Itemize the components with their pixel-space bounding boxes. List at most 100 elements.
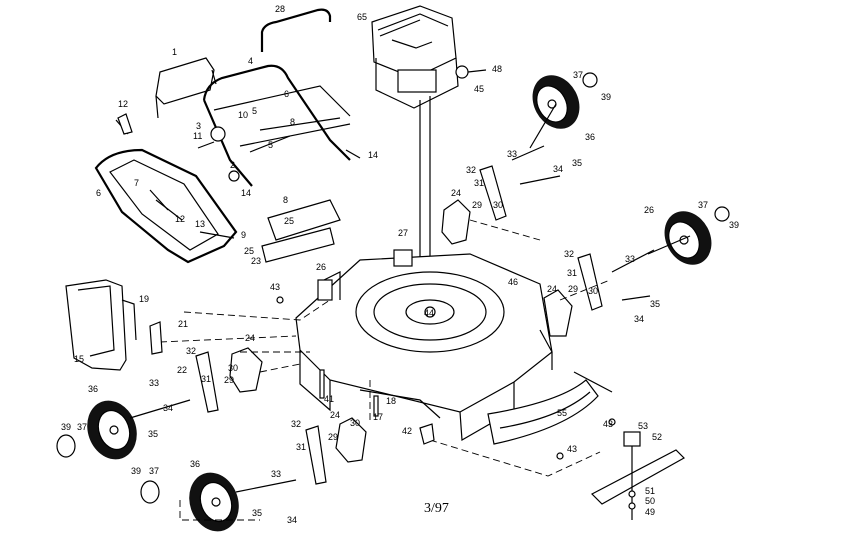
part-callout-c37c: 37 [77, 422, 87, 432]
part-callout-c24c: 24 [245, 333, 255, 343]
part-callout-c50: 50 [645, 496, 655, 506]
part-callout-c6: 6 [284, 89, 289, 99]
part-callout-c31a: 31 [474, 178, 484, 188]
part-callout-c21: 21 [178, 319, 188, 329]
part-callout-c15: 15 [74, 354, 84, 364]
part-callout-c51: 51 [645, 486, 655, 496]
part-callout-c25a: 25 [284, 216, 294, 226]
part-callout-c26a: 26 [644, 205, 654, 215]
wheel-rear-right [532, 72, 598, 129]
part-callout-c10: 10 [238, 110, 248, 120]
part-callout-c24b: 24 [547, 284, 557, 294]
part-callout-c32d: 32 [291, 419, 301, 429]
part-callout-c9: 9 [241, 230, 246, 240]
part-callout-c33c: 33 [149, 378, 159, 388]
part-callout-c23: 23 [251, 256, 261, 266]
part-callout-c18: 18 [386, 396, 396, 406]
part-callout-c27: 27 [398, 228, 408, 238]
wheel-front-right [664, 206, 730, 265]
part-callout-c45: 45 [474, 84, 484, 94]
part-callout-c12a: 12 [118, 99, 128, 109]
part-callout-c37b: 37 [698, 200, 708, 210]
part-callout-c30d: 30 [350, 418, 360, 428]
part-callout-c28: 28 [275, 4, 285, 14]
part-callout-c1: 1 [172, 47, 177, 57]
part-callout-c35a: 35 [572, 158, 582, 168]
part-callout-c31d: 31 [296, 442, 306, 452]
wheel-rear-left [56, 400, 137, 460]
cutting-blade [590, 431, 685, 520]
part-callout-c39d: 39 [131, 466, 141, 476]
part-callout-c30b: 30 [588, 286, 598, 296]
part-callout-c37a: 37 [573, 70, 583, 80]
part-callout-c53: 53 [638, 421, 648, 431]
height-adjuster-brackets [195, 145, 655, 485]
mower-deck [295, 249, 553, 441]
part-callout-c14b: 14 [241, 188, 251, 198]
part-callout-c12b: 12 [175, 214, 185, 224]
part-callout-c35c: 35 [148, 429, 158, 439]
part-callout-c34b: 34 [634, 314, 644, 324]
part-callout-c29d: 29 [328, 432, 338, 442]
part-callout-c5b: 5 [268, 140, 273, 150]
deck-skirt [487, 371, 613, 445]
part-callout-c39b: 39 [729, 220, 739, 230]
part-callout-c26b: 26 [316, 262, 326, 272]
part-callout-c32b: 32 [564, 249, 574, 259]
upper-handle-grip [260, 8, 332, 52]
part-callout-c14a: 14 [368, 150, 378, 160]
part-callout-c43b: 43 [603, 419, 613, 429]
part-callout-c39c: 39 [61, 422, 71, 432]
part-callout-c35d: 35 [252, 508, 262, 518]
part-callout-c31c: 31 [201, 374, 211, 384]
part-callout-c31b: 31 [567, 268, 577, 278]
part-callout-c4: 4 [248, 56, 253, 66]
part-callout-c30a: 30 [493, 200, 503, 210]
part-callout-c13: 13 [195, 219, 205, 229]
grass-catcher-frame [94, 119, 238, 264]
part-callout-c29b: 29 [568, 284, 578, 294]
part-callout-c24a: 24 [451, 188, 461, 198]
axle-hardware [129, 103, 691, 493]
part-callout-c34a: 34 [553, 164, 563, 174]
rear-deflector-shield [65, 279, 137, 371]
assembly-leader-lines [159, 110, 611, 521]
part-callout-c19: 19 [139, 294, 149, 304]
part-callout-c24d: 24 [330, 410, 340, 420]
part-callout-c29c: 29 [224, 375, 234, 385]
part-callout-c43a: 43 [270, 282, 280, 292]
part-callout-c25b: 25 [244, 246, 254, 256]
part-callout-c55: 55 [557, 408, 567, 418]
part-callout-c44: 44 [424, 308, 434, 318]
part-callout-c49: 49 [645, 507, 655, 517]
part-callout-c33b: 33 [625, 254, 635, 264]
fasteners [117, 113, 636, 510]
part-callout-c34c: 34 [163, 403, 173, 413]
part-callout-c8a: 8 [290, 117, 295, 127]
part-callout-c22: 22 [177, 365, 187, 375]
part-callout-c65: 65 [357, 12, 367, 22]
revision-date: 3/97 [424, 501, 449, 516]
part-callout-c43c: 43 [567, 444, 577, 454]
part-callout-c39a: 39 [601, 92, 611, 102]
part-callout-c11: 11 [193, 131, 202, 141]
part-callout-c36c: 36 [190, 459, 200, 469]
part-callout-c8b: 8 [283, 195, 288, 205]
part-callout-c30c: 30 [228, 363, 238, 373]
lower-handle-assembly [155, 57, 361, 187]
part-callout-c36b: 36 [88, 384, 98, 394]
part-callout-c41: 41 [324, 394, 334, 404]
part-callout-c5: 5 [252, 106, 257, 116]
part-callout-c29a: 29 [472, 200, 482, 210]
part-callout-c37d: 37 [149, 466, 159, 476]
part-callout-c2: 2 [230, 160, 235, 170]
part-callout-c35b: 35 [650, 299, 660, 309]
part-callout-c3: 3 [196, 121, 201, 131]
part-callout-c17: 17 [373, 412, 383, 422]
wheel-front-left [140, 472, 239, 532]
part-callout-c6b: 6 [96, 188, 101, 198]
part-callout-c34d: 34 [287, 515, 297, 525]
part-callout-c52: 52 [652, 432, 662, 442]
